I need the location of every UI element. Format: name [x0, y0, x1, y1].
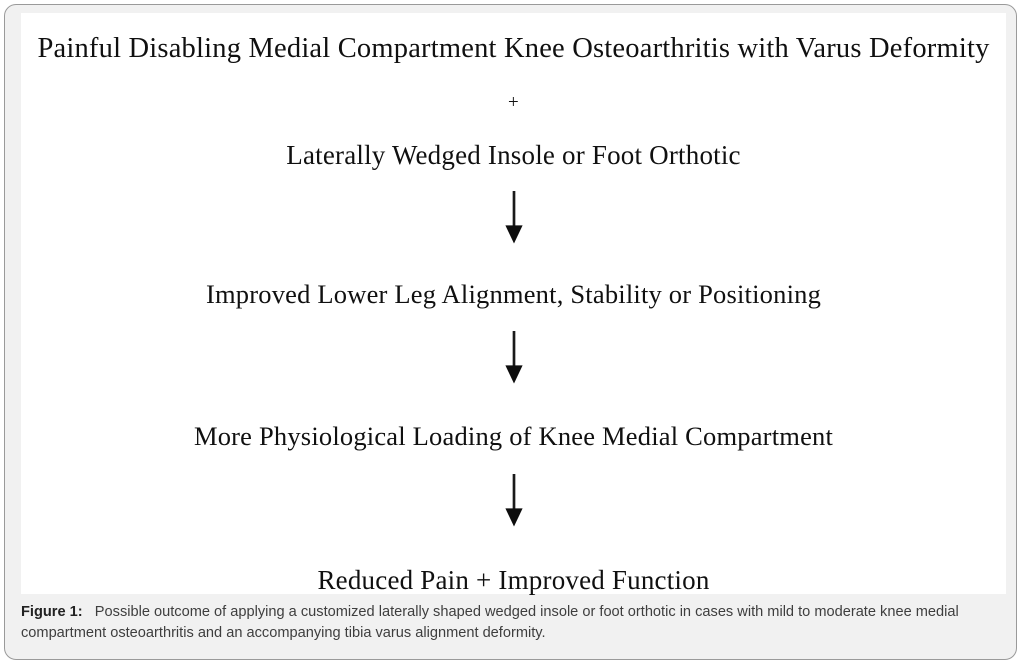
figure-caption-label: Figure 1:	[21, 604, 83, 620]
figure-caption-text: Possible outcome of applying a customize…	[21, 604, 959, 641]
down-arrow-icon-3	[504, 473, 523, 527]
flowchart: Painful Disabling Medial Compartment Kne…	[21, 13, 1006, 594]
flow-node-condition: Painful Disabling Medial Compartment Kne…	[37, 33, 990, 64]
flow-node-effect-1: Improved Lower Leg Alignment, Stability …	[205, 279, 822, 309]
down-arrow-icon-1	[504, 190, 523, 244]
figure-canvas: Painful Disabling Medial Compartment Kne…	[21, 13, 1006, 594]
flow-node-outcome: Reduced Pain + Improved Function	[317, 565, 710, 595]
flow-node-intervention: Laterally Wedged Insole or Foot Orthotic	[286, 139, 741, 170]
figure-caption: Figure 1: Possible outcome of applying a…	[21, 602, 1006, 643]
flow-node-effect-2: More Physiological Loading of Knee Media…	[193, 421, 834, 451]
figure-frame: Painful Disabling Medial Compartment Kne…	[4, 4, 1017, 660]
down-arrow-icon-2	[504, 330, 523, 384]
flow-node-plus-operator: +	[508, 91, 519, 113]
